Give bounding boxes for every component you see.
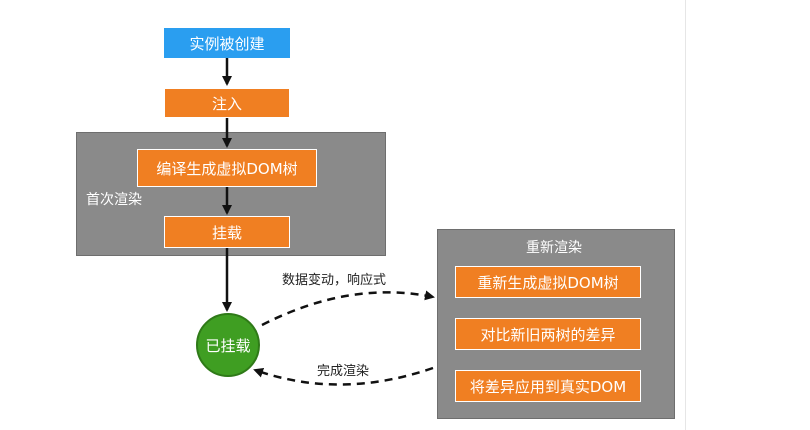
node-diff-trees: 对比新旧两树的差异 (455, 318, 641, 350)
node-mounted: 已挂载 (196, 313, 260, 377)
rerender-label: 重新渲染 (526, 240, 582, 256)
node-apply-to-dom: 将差异应用到真实DOM (455, 370, 641, 402)
node-regenerate-vdom: 重新生成虚拟DOM树 (455, 266, 641, 298)
first-render-label: 首次渲染 (86, 192, 142, 208)
node-inject: 注入 (164, 88, 290, 118)
arrow-data-change (261, 290, 435, 327)
edge-label-render-done: 完成渲染 (317, 364, 370, 379)
node-instance-created: 实例被创建 (164, 28, 290, 58)
edge-label-data-change: 数据变动，响应式 (282, 273, 387, 288)
node-mount: 挂载 (164, 216, 290, 248)
page-edge-line (685, 0, 686, 430)
node-compile-vdom: 编译生成虚拟DOM树 (137, 149, 317, 187)
arrow-render-done (253, 366, 434, 386)
